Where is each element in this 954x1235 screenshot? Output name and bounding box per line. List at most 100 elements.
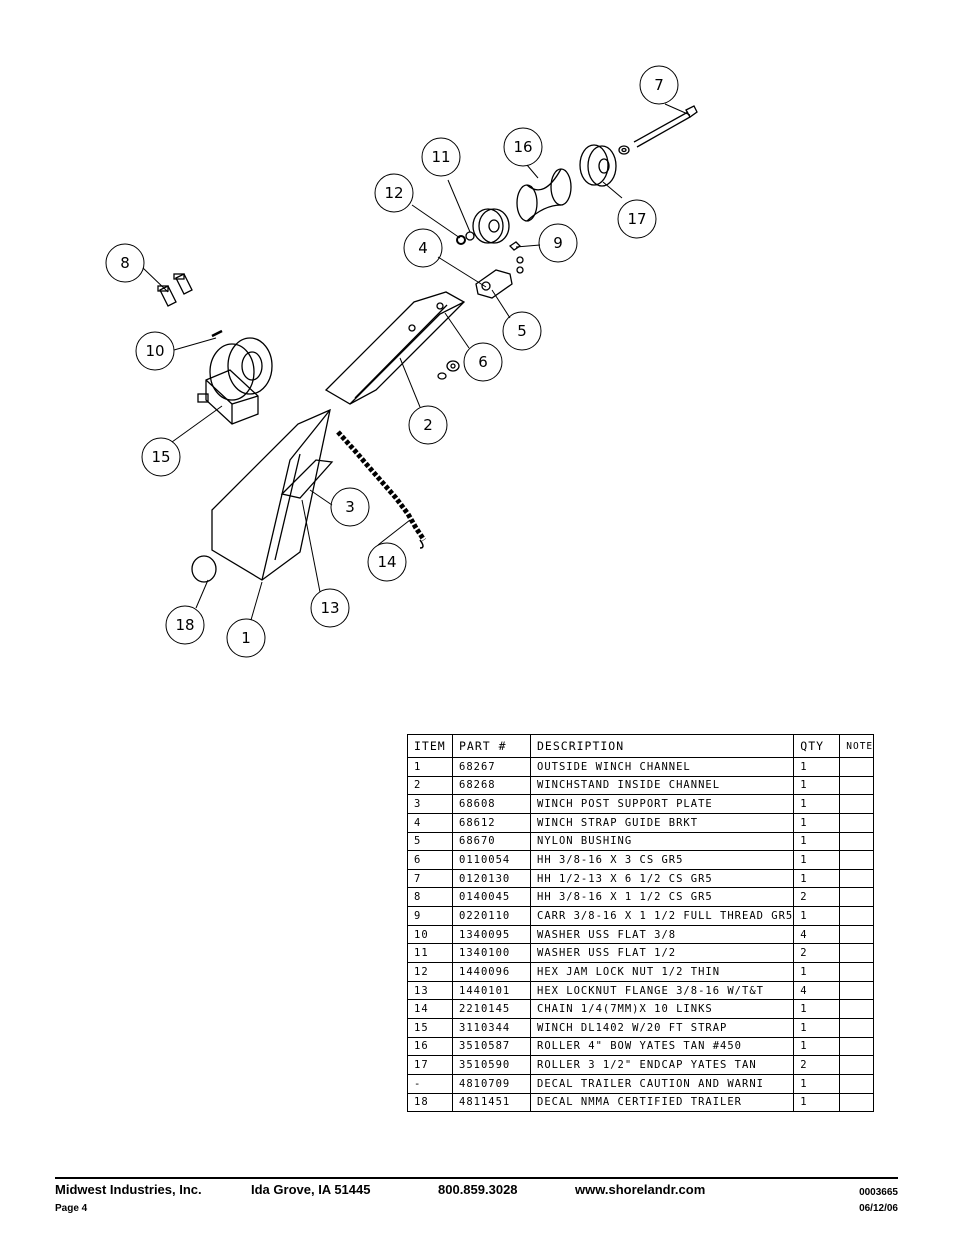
callout-14: 14 bbox=[377, 553, 396, 571]
callout-12: 12 bbox=[384, 184, 403, 202]
header-description: DESCRIPTION bbox=[529, 734, 795, 758]
cell-part-number: 2210145 bbox=[452, 999, 531, 1019]
cell-item: 14 bbox=[407, 999, 453, 1019]
cell-part-number: 68608 bbox=[452, 794, 531, 814]
cell-note bbox=[839, 775, 875, 796]
outside-channel-1 bbox=[211, 408, 331, 581]
cell-item: 13 bbox=[407, 980, 453, 1001]
cell-part-number: 68268 bbox=[452, 775, 531, 796]
cell-item: 10 bbox=[407, 924, 453, 945]
roller-spacer bbox=[456, 208, 510, 245]
cell-description: WINCH DL1402 W/20 FT STRAP bbox=[529, 1017, 795, 1038]
cell-qty: 1 bbox=[793, 757, 841, 777]
cell-item: 2 bbox=[407, 775, 453, 796]
header-part-number: PART # bbox=[452, 734, 531, 758]
cell-note bbox=[839, 999, 875, 1019]
cell-note bbox=[839, 794, 875, 814]
cell-item: 5 bbox=[407, 831, 453, 852]
chain-14 bbox=[336, 430, 427, 542]
header-note: NOTE bbox=[839, 734, 875, 758]
callout-13: 13 bbox=[320, 599, 339, 617]
cell-part-number: 68612 bbox=[452, 812, 531, 833]
cell-qty: 4 bbox=[793, 980, 841, 1001]
callout-15: 15 bbox=[151, 448, 170, 466]
exploded-parts-diagram: 7 16 11 12 17 9 4 8 5 10 6 2 15 3 14 13 … bbox=[105, 65, 698, 658]
cell-description: WINCHSTAND INSIDE CHANNEL bbox=[529, 775, 795, 796]
footer-website[interactable]: www.shorelandr.com bbox=[575, 1182, 706, 1197]
cell-note bbox=[839, 980, 875, 1001]
cell-qty: 1 bbox=[793, 794, 841, 814]
bolt-7 bbox=[618, 105, 698, 155]
cell-item: 17 bbox=[407, 1055, 453, 1075]
callout-9: 9 bbox=[553, 234, 563, 252]
cell-qty: 1 bbox=[793, 1036, 841, 1057]
callout-10: 10 bbox=[145, 342, 164, 360]
cell-description: WINCH POST SUPPORT PLATE bbox=[529, 794, 795, 814]
callout-4: 4 bbox=[418, 239, 428, 257]
cell-item: 4 bbox=[407, 812, 453, 833]
cell-part-number: 4810709 bbox=[452, 1073, 531, 1094]
cell-description: NYLON BUSHING bbox=[529, 831, 795, 852]
callout-11: 11 bbox=[431, 148, 450, 166]
cell-qty: 4 bbox=[793, 924, 841, 945]
cell-qty: 1 bbox=[793, 775, 841, 796]
footer-divider bbox=[55, 1177, 898, 1179]
callout-17: 17 bbox=[627, 210, 646, 228]
cell-part-number: 3510587 bbox=[452, 1036, 531, 1057]
cell-item: 16 bbox=[407, 1036, 453, 1057]
cell-qty: 1 bbox=[793, 850, 841, 870]
cell-qty: 1 bbox=[793, 962, 841, 982]
callout-8: 8 bbox=[120, 254, 130, 272]
callout-5: 5 bbox=[517, 322, 527, 340]
callout-2: 2 bbox=[423, 416, 433, 434]
cell-qty: 1 bbox=[793, 906, 841, 926]
cell-qty: 1 bbox=[793, 868, 841, 889]
cell-note bbox=[839, 906, 875, 926]
support-plate-3 bbox=[280, 459, 334, 499]
pin-10 bbox=[211, 329, 223, 338]
cell-item: 3 bbox=[407, 794, 453, 814]
callout-18: 18 bbox=[175, 616, 194, 634]
cell-description: WASHER USS FLAT 1/2 bbox=[529, 943, 795, 964]
footer-page: Page 4 bbox=[55, 1203, 88, 1214]
cell-qty: 2 bbox=[793, 887, 841, 908]
cell-description: ROLLER 3 1/2" ENDCAP YATES TAN bbox=[529, 1055, 795, 1075]
cell-item: 1 bbox=[407, 757, 453, 777]
footer-company: Midwest Industries, Inc. bbox=[55, 1182, 202, 1197]
cell-qty: 1 bbox=[793, 812, 841, 833]
cell-note bbox=[839, 868, 875, 889]
cell-description: ROLLER 4" BOW YATES TAN #450 bbox=[529, 1036, 795, 1057]
cell-part-number: 0140045 bbox=[452, 887, 531, 908]
cell-part-number: 3510590 bbox=[452, 1055, 531, 1075]
cell-item: 8 bbox=[407, 887, 453, 908]
cell-item: 11 bbox=[407, 943, 453, 964]
roller-16 bbox=[516, 168, 572, 222]
cell-description: CHAIN 1/4(7MM)X 10 LINKS bbox=[529, 999, 795, 1019]
cell-note bbox=[839, 812, 875, 833]
callout-16: 16 bbox=[513, 138, 532, 156]
cell-description: DECAL TRAILER CAUTION AND WARNI bbox=[529, 1073, 795, 1094]
cell-description: WINCH STRAP GUIDE BRKT bbox=[529, 812, 795, 833]
cell-description: WASHER USS FLAT 3/8 bbox=[529, 924, 795, 945]
cell-item: - bbox=[407, 1073, 453, 1094]
cell-qty: 1 bbox=[793, 999, 841, 1019]
cell-item: 9 bbox=[407, 906, 453, 926]
cell-qty: 1 bbox=[793, 1017, 841, 1038]
cell-part-number: 0110054 bbox=[452, 850, 531, 870]
decal-18 bbox=[191, 555, 217, 583]
cell-item: 18 bbox=[407, 1092, 453, 1113]
washers-6 bbox=[437, 360, 460, 380]
